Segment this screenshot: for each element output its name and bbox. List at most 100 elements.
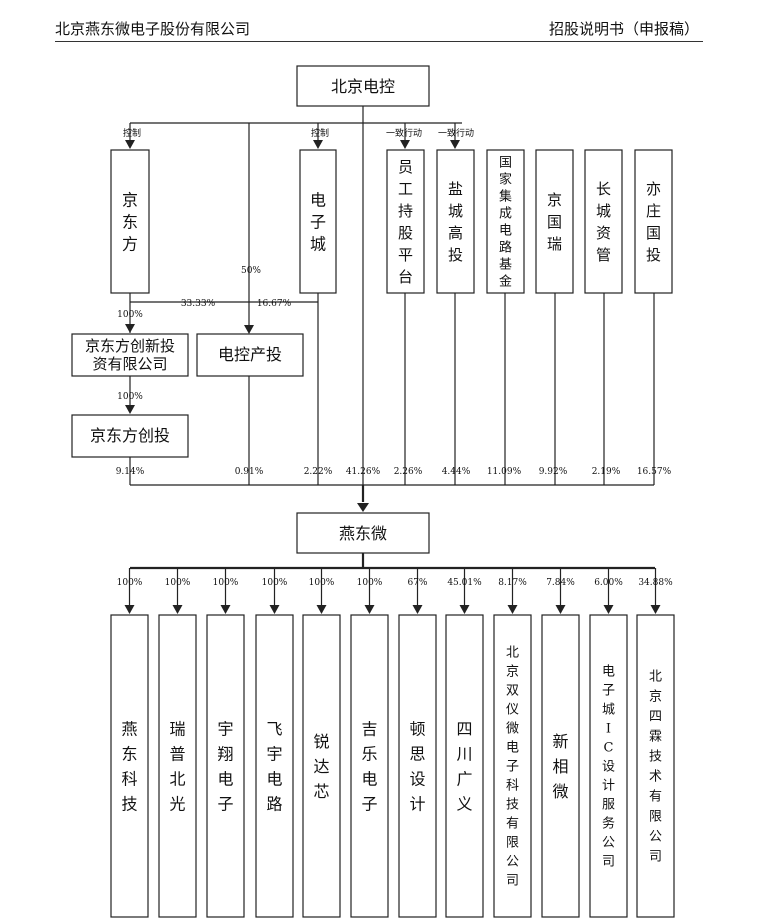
- subsidiary-5-box: [350, 614, 389, 918]
- shareholder-yzgt-label-char: 亦: [646, 180, 661, 198]
- subsidiary-4-label-char: 达: [313, 757, 329, 776]
- shareholder-boe-label-char: 方: [122, 234, 138, 253]
- subsidiary-10-label-char: 子: [602, 684, 615, 699]
- shareholder-nicf-label-char: 国: [499, 156, 512, 171]
- label-cxt-from-boe: 100%: [117, 310, 143, 320]
- shareholder-boe-innovation-label-line2: 资有限公司: [92, 355, 167, 373]
- arrow-sub-1: [172, 605, 183, 614]
- pct-esop: 2.26%: [394, 467, 423, 477]
- subsidiary-10-label-char: 司: [602, 855, 615, 870]
- shareholder-nicf-box: [486, 149, 525, 294]
- subsidiary-10-label-char: I: [606, 722, 611, 737]
- subsidiary-6-label-char: 计: [409, 794, 425, 813]
- header-divider: [55, 41, 703, 42]
- subsidiary-4-label: 锐达芯: [313, 732, 329, 801]
- shareholder-boe-vc-label: 京东方创投: [90, 426, 170, 445]
- subsidiary-10-label-char: C: [604, 741, 614, 756]
- subsidiary-0-label-char: 燕: [121, 719, 137, 738]
- top-entity-box: [296, 65, 430, 107]
- top-entity-label: 北京电控: [331, 77, 395, 96]
- subsidiary-11-label-char: 技: [649, 750, 662, 765]
- subsidiary-11-label-char: 有: [649, 790, 662, 805]
- arrow-sub-0: [124, 605, 135, 614]
- subsidiary-5-label-char: 乐: [361, 744, 377, 763]
- pct-sub-8: 8.17%: [498, 578, 527, 588]
- arrow-center: [357, 503, 369, 512]
- pct-sub-10: 6.00%: [594, 578, 623, 588]
- subsidiary-10-label-char: 城: [602, 703, 615, 718]
- shareholder-nicf-label-char: 家: [499, 172, 512, 188]
- subsidiary-11-label-char: 京: [649, 690, 662, 705]
- subsidiary-11-label-char: 术: [649, 770, 662, 785]
- subsidiary-8-box: [493, 614, 532, 918]
- pct-sub-9: 7.84%: [546, 578, 575, 588]
- shareholder-esop-label-char: 股: [398, 224, 413, 242]
- shareholder-esop-label-char: 工: [398, 180, 413, 198]
- label-control-dzc: 控制: [311, 127, 329, 139]
- pct-sub-11: 34.88%: [638, 578, 673, 588]
- subsidiary-0-label-char: 科: [121, 769, 137, 788]
- pct-ycgt: 4.44%: [442, 467, 471, 477]
- pct-sub-3: 100%: [262, 578, 288, 588]
- subsidiary-8-label-char: 限: [506, 836, 519, 851]
- subsidiary-9-label-char: 新: [552, 732, 568, 751]
- subsidiary-8-label-char: 双: [506, 684, 519, 699]
- pct-nicf: 11.09%: [487, 467, 522, 477]
- shareholder-ycgt-box: [436, 149, 475, 294]
- arrow-sub-3: [269, 605, 280, 614]
- pct-ccam: 2.19%: [592, 467, 621, 477]
- shareholder-nicf-label-char: 集: [499, 189, 512, 205]
- subsidiary-1-label-char: 瑞: [169, 719, 185, 738]
- label-dkct-from-dzc: 16.67%: [257, 299, 292, 309]
- shareholder-boe-label: 京东方: [122, 190, 138, 253]
- subsidiary-7-label-char: 义: [456, 794, 472, 813]
- subsidiary-2-label-char: 翔: [217, 744, 233, 763]
- label-dkct-from-top: 50%: [241, 266, 261, 276]
- arrow-boe: [125, 140, 135, 149]
- subsidiary-2-label-char: 子: [217, 794, 233, 813]
- subsidiary-6-label-char: 顿: [409, 719, 425, 738]
- subsidiary-3-box: [255, 614, 294, 918]
- shareholder-esop-label-char: 台: [398, 268, 413, 286]
- shareholder-boe-innovation-box: [71, 333, 189, 377]
- pct-sub-0: 100%: [117, 578, 143, 588]
- shareholder-boe-label-char: 东: [122, 212, 138, 231]
- subsidiary-1-label-char: 北: [169, 769, 185, 788]
- pct-dkct: 0.91%: [235, 467, 264, 477]
- subsidiary-4-box: [302, 614, 341, 918]
- shareholder-ycgt-label-char: 高: [448, 224, 463, 242]
- subsidiary-11-box: [636, 614, 675, 918]
- subsidiary-11-label-char: 公: [649, 830, 662, 845]
- shareholder-nicf-label-char: 路: [499, 240, 512, 256]
- shareholder-ccam-label-char: 城: [596, 202, 611, 220]
- subsidiary-10-label-char: 设: [602, 760, 615, 775]
- subsidiary-0-box: [110, 614, 149, 918]
- shareholder-yzgt-box: [634, 149, 673, 294]
- subsidiary-3-label-char: 电: [266, 769, 282, 788]
- arrow-sub-11: [650, 605, 661, 614]
- subsidiary-8-label-char: 京: [506, 665, 519, 680]
- pct-sub-6: 67%: [407, 578, 427, 588]
- subsidiary-5-label-char: 吉: [361, 719, 377, 738]
- shareholder-esop-label-char: 持: [398, 202, 413, 220]
- shareholder-ccam-box: [584, 149, 623, 294]
- shareholder-esop-label-char: 平: [398, 246, 413, 264]
- subsidiary-2-label-char: 电: [217, 769, 233, 788]
- subsidiary-11-label-char: 霖: [649, 730, 662, 745]
- arrow-dzc: [313, 140, 323, 149]
- subsidiary-2-label-char: 宇: [217, 719, 233, 738]
- pct-sub-7: 45.01%: [447, 578, 482, 588]
- subsidiary-7-label-char: 川: [456, 744, 472, 763]
- subsidiary-4-label-char: 锐: [313, 732, 329, 751]
- shareholder-dzc-label-char: 电: [310, 190, 326, 209]
- subsidiary-0-label-char: 技: [121, 794, 137, 813]
- shareholder-yzgt-label-char: 国: [646, 224, 661, 242]
- subsidiary-9-label: 新相微: [552, 732, 568, 801]
